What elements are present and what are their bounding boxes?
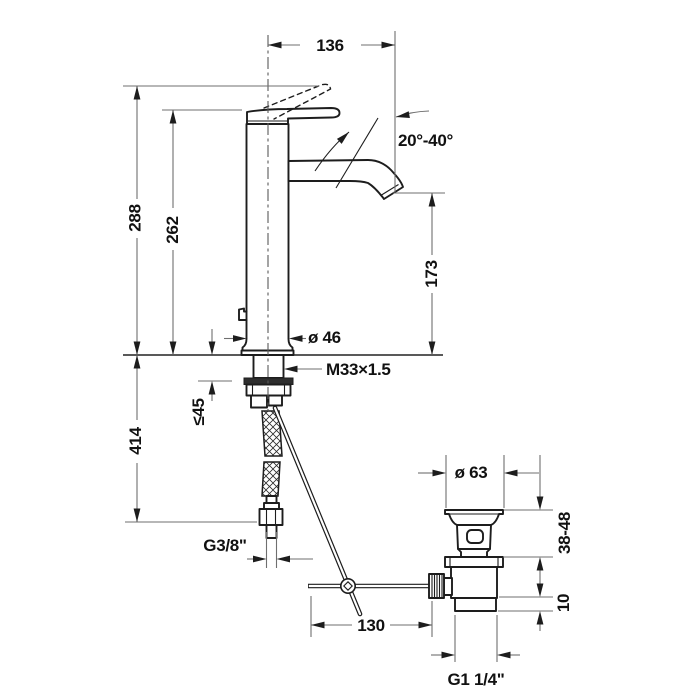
dim-g114-label: G1 1/4" bbox=[448, 670, 505, 689]
drain-funnel bbox=[444, 509, 504, 526]
rod-connector-block bbox=[267, 394, 283, 407]
dim-63-label: ø 63 bbox=[455, 463, 488, 482]
dim-hose-height: 414 bbox=[125, 355, 257, 523]
supply-hose bbox=[258, 410, 284, 539]
dim-spout-reach: 136 bbox=[268, 31, 396, 192]
popup-linkage bbox=[272, 405, 433, 617]
hose-connector-block bbox=[250, 394, 268, 409]
dim-supply-thread: G3/8" bbox=[203, 532, 313, 568]
hose-hex-nut bbox=[258, 508, 284, 526]
dim-body-diameter: ø 46 bbox=[224, 328, 341, 347]
dim-max-deck: ≤45 bbox=[189, 329, 232, 426]
dim-262-label: 262 bbox=[163, 216, 182, 243]
dim-angle-label: 20°-40° bbox=[398, 131, 453, 150]
dim-414-label: 414 bbox=[126, 426, 145, 454]
drain-assembly bbox=[428, 509, 504, 612]
dim-173-label: 173 bbox=[422, 260, 441, 287]
dim-10-label: 10 bbox=[554, 594, 573, 612]
hose-neck bbox=[265, 495, 278, 504]
dim-handle-angle: 20°-40° bbox=[395, 110, 454, 150]
drain-neck bbox=[457, 548, 491, 558]
dim-total-height: 288 bbox=[123, 85, 319, 355]
dim-136-label: 136 bbox=[316, 36, 343, 55]
dim-g38-label: G3/8" bbox=[203, 536, 246, 555]
dim-46-label: ø 46 bbox=[308, 328, 341, 347]
dim-drain-thread: G1 1/4" bbox=[431, 615, 520, 689]
handle-lever bbox=[246, 107, 341, 125]
hose-braid-lower bbox=[261, 461, 281, 497]
drain-overflow-slot bbox=[466, 529, 484, 544]
dim-3848-label: 38-48 bbox=[555, 512, 574, 554]
spout bbox=[287, 159, 404, 200]
dim-mount-thread: M33×1.5 bbox=[284, 360, 391, 379]
dim-45-label: ≤45 bbox=[189, 398, 208, 425]
drain-locknut-flange bbox=[444, 556, 504, 568]
drain-rod-hub bbox=[443, 577, 453, 596]
pivot-diamond bbox=[343, 581, 353, 591]
dim-rod-offset: 130 bbox=[310, 596, 433, 637]
dim-288-label: 288 bbox=[126, 204, 145, 231]
dim-drain-flange: ø 63 bbox=[418, 455, 539, 508]
dim-spout-height: 173 bbox=[393, 192, 445, 355]
drain-tailpiece bbox=[454, 597, 497, 612]
dim-130-label: 130 bbox=[357, 616, 384, 635]
dim-drain-range: 38-48 bbox=[503, 455, 574, 584]
spout-outlet-line bbox=[381, 184, 399, 196]
dim-drain-ten: 10 bbox=[498, 583, 573, 631]
popup-knob bbox=[238, 307, 248, 321]
dim-body-height: 262 bbox=[162, 109, 242, 355]
dim-m33-label: M33×1.5 bbox=[326, 360, 391, 379]
dimension-lines: 136 20°-40° 288 262 bbox=[123, 31, 574, 689]
angle-line bbox=[335, 117, 379, 189]
hose-tube-stub bbox=[265, 524, 278, 539]
drain-lower-body bbox=[450, 566, 498, 599]
handle-raised-dashed bbox=[263, 83, 332, 120]
hose-braid-upper bbox=[261, 410, 283, 457]
